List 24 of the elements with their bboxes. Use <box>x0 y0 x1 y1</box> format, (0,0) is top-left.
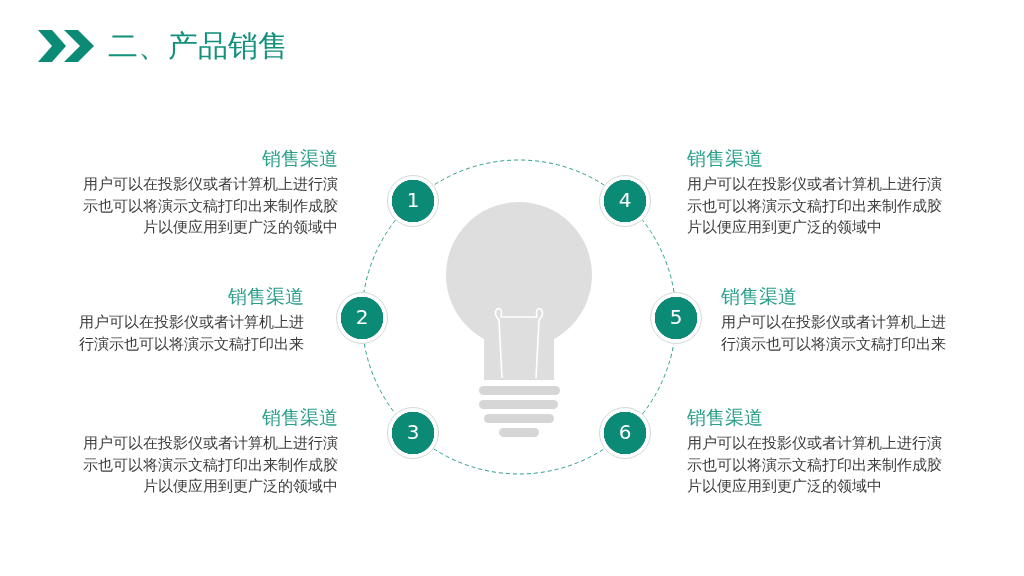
numbered-circle: 4 <box>599 175 651 227</box>
description-text: 用户可以在投影仪或者计算机上进行演示也可以将演示文稿打印出来 <box>78 312 304 355</box>
section-heading: 销售渠道 <box>262 405 338 429</box>
description-text: 用户可以在投影仪或者计算机上进行演示也可以将演示文稿打印出来制作成胶片以便应用到更广泛的领域中 <box>687 433 943 497</box>
dashed-connector <box>642 219 675 293</box>
description-text: 用户可以在投影仪或者计算机上进行演示也可以将演示文稿打印出来制作成胶片以便应用到更广泛的领域中 <box>687 174 943 238</box>
numbered-circle: 6 <box>599 407 651 459</box>
description-text: 用户可以在投影仪或者计算机上进行演示也可以将演示文稿打印出来 <box>721 312 947 355</box>
dashed-connector <box>433 448 605 475</box>
section-heading: 销售渠道 <box>721 284 797 308</box>
section-heading: 销售渠道 <box>687 146 763 170</box>
section-heading: 销售渠道 <box>687 405 763 429</box>
description-text: 用户可以在投影仪或者计算机上进行演示也可以将演示文稿打印出来制作成胶片以便应用到更广泛的领域中 <box>82 433 338 497</box>
numbered-circle: 1 <box>387 175 439 227</box>
slide-title: 二、产品销售 <box>108 27 288 65</box>
dashed-connector <box>433 159 605 186</box>
numbered-circle: 3 <box>387 407 439 459</box>
dashed-connector <box>363 219 396 293</box>
numbered-circle: 5 <box>650 292 702 344</box>
dashed-connector <box>363 343 396 415</box>
numbered-circle: 2 <box>336 292 388 344</box>
section-heading: 销售渠道 <box>228 284 304 308</box>
description-text: 用户可以在投影仪或者计算机上进行演示也可以将演示文稿打印出来制作成胶片以便应用到更广泛的领域中 <box>82 174 338 238</box>
section-heading: 销售渠道 <box>262 146 338 170</box>
